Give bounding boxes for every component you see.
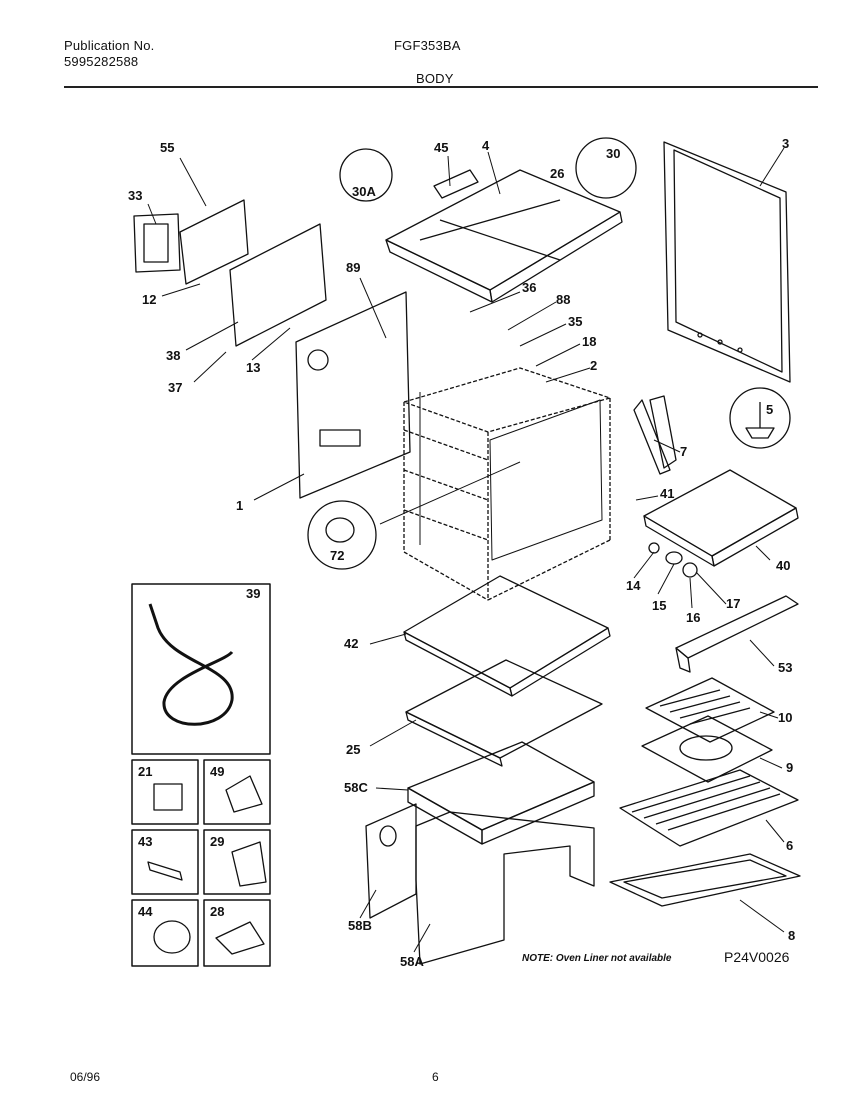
part-label: 12 bbox=[142, 292, 156, 307]
publication-label: Publication No. bbox=[64, 38, 155, 53]
bracket-part bbox=[225, 775, 263, 813]
latch-part bbox=[231, 841, 267, 887]
part-label: 4 bbox=[482, 138, 490, 153]
clip-part bbox=[215, 921, 265, 955]
part-label: 10 bbox=[778, 710, 792, 725]
part-label: 25 bbox=[346, 742, 360, 757]
part-label: 13 bbox=[246, 360, 260, 375]
power-cord-part bbox=[148, 603, 234, 726]
part-label: 41 bbox=[660, 486, 674, 501]
part-label: 30A bbox=[352, 184, 376, 199]
door-hinge-part bbox=[633, 395, 677, 475]
oven-bottom-part bbox=[403, 575, 611, 697]
door-insulation-panel-part bbox=[663, 141, 791, 383]
part-label: 40 bbox=[776, 558, 790, 573]
part-label: 15 bbox=[652, 598, 666, 613]
bottom-baffle-part bbox=[405, 659, 603, 767]
part-label: 2 bbox=[590, 358, 597, 373]
part-label: 58A bbox=[400, 954, 424, 969]
broiler-pan-part bbox=[641, 715, 773, 783]
leader-lines bbox=[147, 147, 785, 953]
publication-number: 5995282588 bbox=[64, 54, 139, 69]
fastener-part bbox=[648, 542, 660, 554]
clip-part bbox=[153, 783, 183, 811]
bracket-detail-circle bbox=[575, 137, 637, 199]
part-label: 88 bbox=[556, 292, 570, 307]
part-label: 17 bbox=[726, 596, 740, 611]
inset-boxes bbox=[131, 583, 271, 967]
part-label: 6 bbox=[786, 838, 793, 853]
section-title: BODY bbox=[416, 71, 454, 86]
drawer-top-part bbox=[407, 741, 595, 845]
drawer-body-part bbox=[365, 803, 595, 965]
part-label: 38 bbox=[166, 348, 180, 363]
header-rule bbox=[64, 86, 818, 88]
part-label: 58C bbox=[344, 780, 368, 795]
oven-liner-note: NOTE: Oven Liner not available bbox=[522, 953, 672, 964]
broiler-front-part bbox=[643, 469, 799, 567]
light-bulb-part bbox=[682, 562, 698, 578]
oven-body-frame-part bbox=[403, 367, 611, 601]
part-label: 45 bbox=[434, 140, 448, 155]
part-label: 55 bbox=[160, 140, 174, 155]
part-label: 9 bbox=[786, 760, 793, 775]
trim-strip-part bbox=[675, 595, 799, 673]
part-label: 8 bbox=[788, 928, 795, 943]
part-label: 16 bbox=[686, 610, 700, 625]
figure-code: P24V0026 bbox=[724, 949, 790, 965]
part-label: 44 bbox=[138, 904, 153, 919]
part-label: 26 bbox=[550, 166, 564, 181]
part-label: 29 bbox=[210, 834, 224, 849]
part-label: 7 bbox=[680, 444, 687, 459]
model-number: FGF353BA bbox=[394, 38, 461, 53]
oven-rack-part bbox=[619, 769, 799, 847]
knob-cap-part bbox=[307, 500, 377, 570]
screw-part bbox=[147, 861, 183, 881]
broiler-grid-part bbox=[645, 677, 775, 743]
part-label: 21 bbox=[138, 764, 152, 779]
footer-date: 06/96 bbox=[70, 1070, 101, 1084]
part-label: 39 bbox=[246, 586, 260, 601]
part-label: 36 bbox=[522, 280, 536, 295]
page-number: 6 bbox=[432, 1070, 439, 1084]
part-label: 49 bbox=[210, 764, 224, 779]
part-label: 58B bbox=[348, 918, 372, 933]
part-label: 72 bbox=[330, 548, 344, 563]
part-label: 18 bbox=[582, 334, 596, 349]
part-label: 1 bbox=[236, 498, 243, 513]
part-label: 33 bbox=[128, 188, 142, 203]
leveling-leg-part bbox=[729, 387, 791, 449]
part-label: 43 bbox=[138, 834, 152, 849]
bracket-detail-circle bbox=[339, 148, 393, 202]
part-label: 35 bbox=[568, 314, 582, 329]
part-label: 28 bbox=[210, 904, 224, 919]
part-label: 89 bbox=[346, 260, 360, 275]
grommet-part bbox=[153, 920, 191, 954]
part-label: 14 bbox=[626, 578, 641, 593]
light-socket-part bbox=[665, 551, 683, 565]
part-label: 30 bbox=[606, 146, 620, 161]
part-label: 3 bbox=[782, 136, 789, 151]
part-label: 42 bbox=[344, 636, 358, 651]
back-panel-part bbox=[229, 223, 411, 499]
oven-liner-part bbox=[609, 853, 801, 907]
part-label: 5 bbox=[766, 402, 773, 417]
top-burner-box-part bbox=[385, 169, 623, 303]
part-label: 53 bbox=[778, 660, 792, 675]
part-label: 37 bbox=[168, 380, 182, 395]
